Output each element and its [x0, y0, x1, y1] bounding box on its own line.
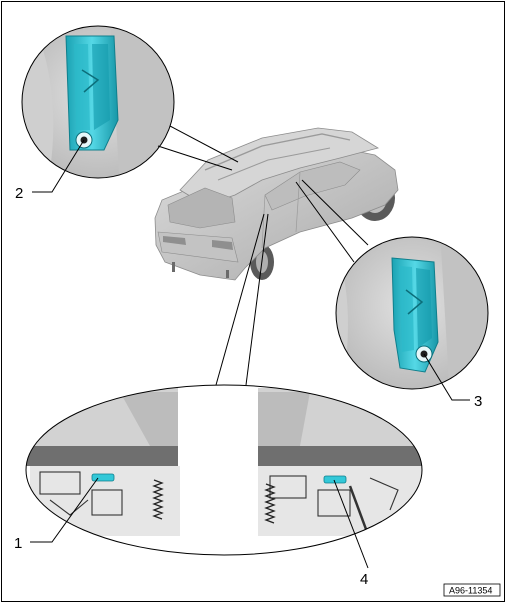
callout-label-2: 2	[15, 185, 23, 202]
leader-lines	[30, 125, 470, 569]
callout-label-4: 4	[360, 571, 368, 588]
detail-bubble-pillar-trim-right	[335, 236, 489, 390]
callout-label-3: 3	[474, 393, 482, 410]
vehicle-illustration	[154, 127, 399, 281]
figure-id-box: A96-11354	[443, 583, 501, 597]
detail-ellipse-underside	[25, 384, 423, 556]
figure-id: A96-11354	[449, 586, 492, 596]
callout-label-1: 1	[14, 535, 22, 552]
detail-bubble-pillar-trim-left	[21, 25, 175, 179]
